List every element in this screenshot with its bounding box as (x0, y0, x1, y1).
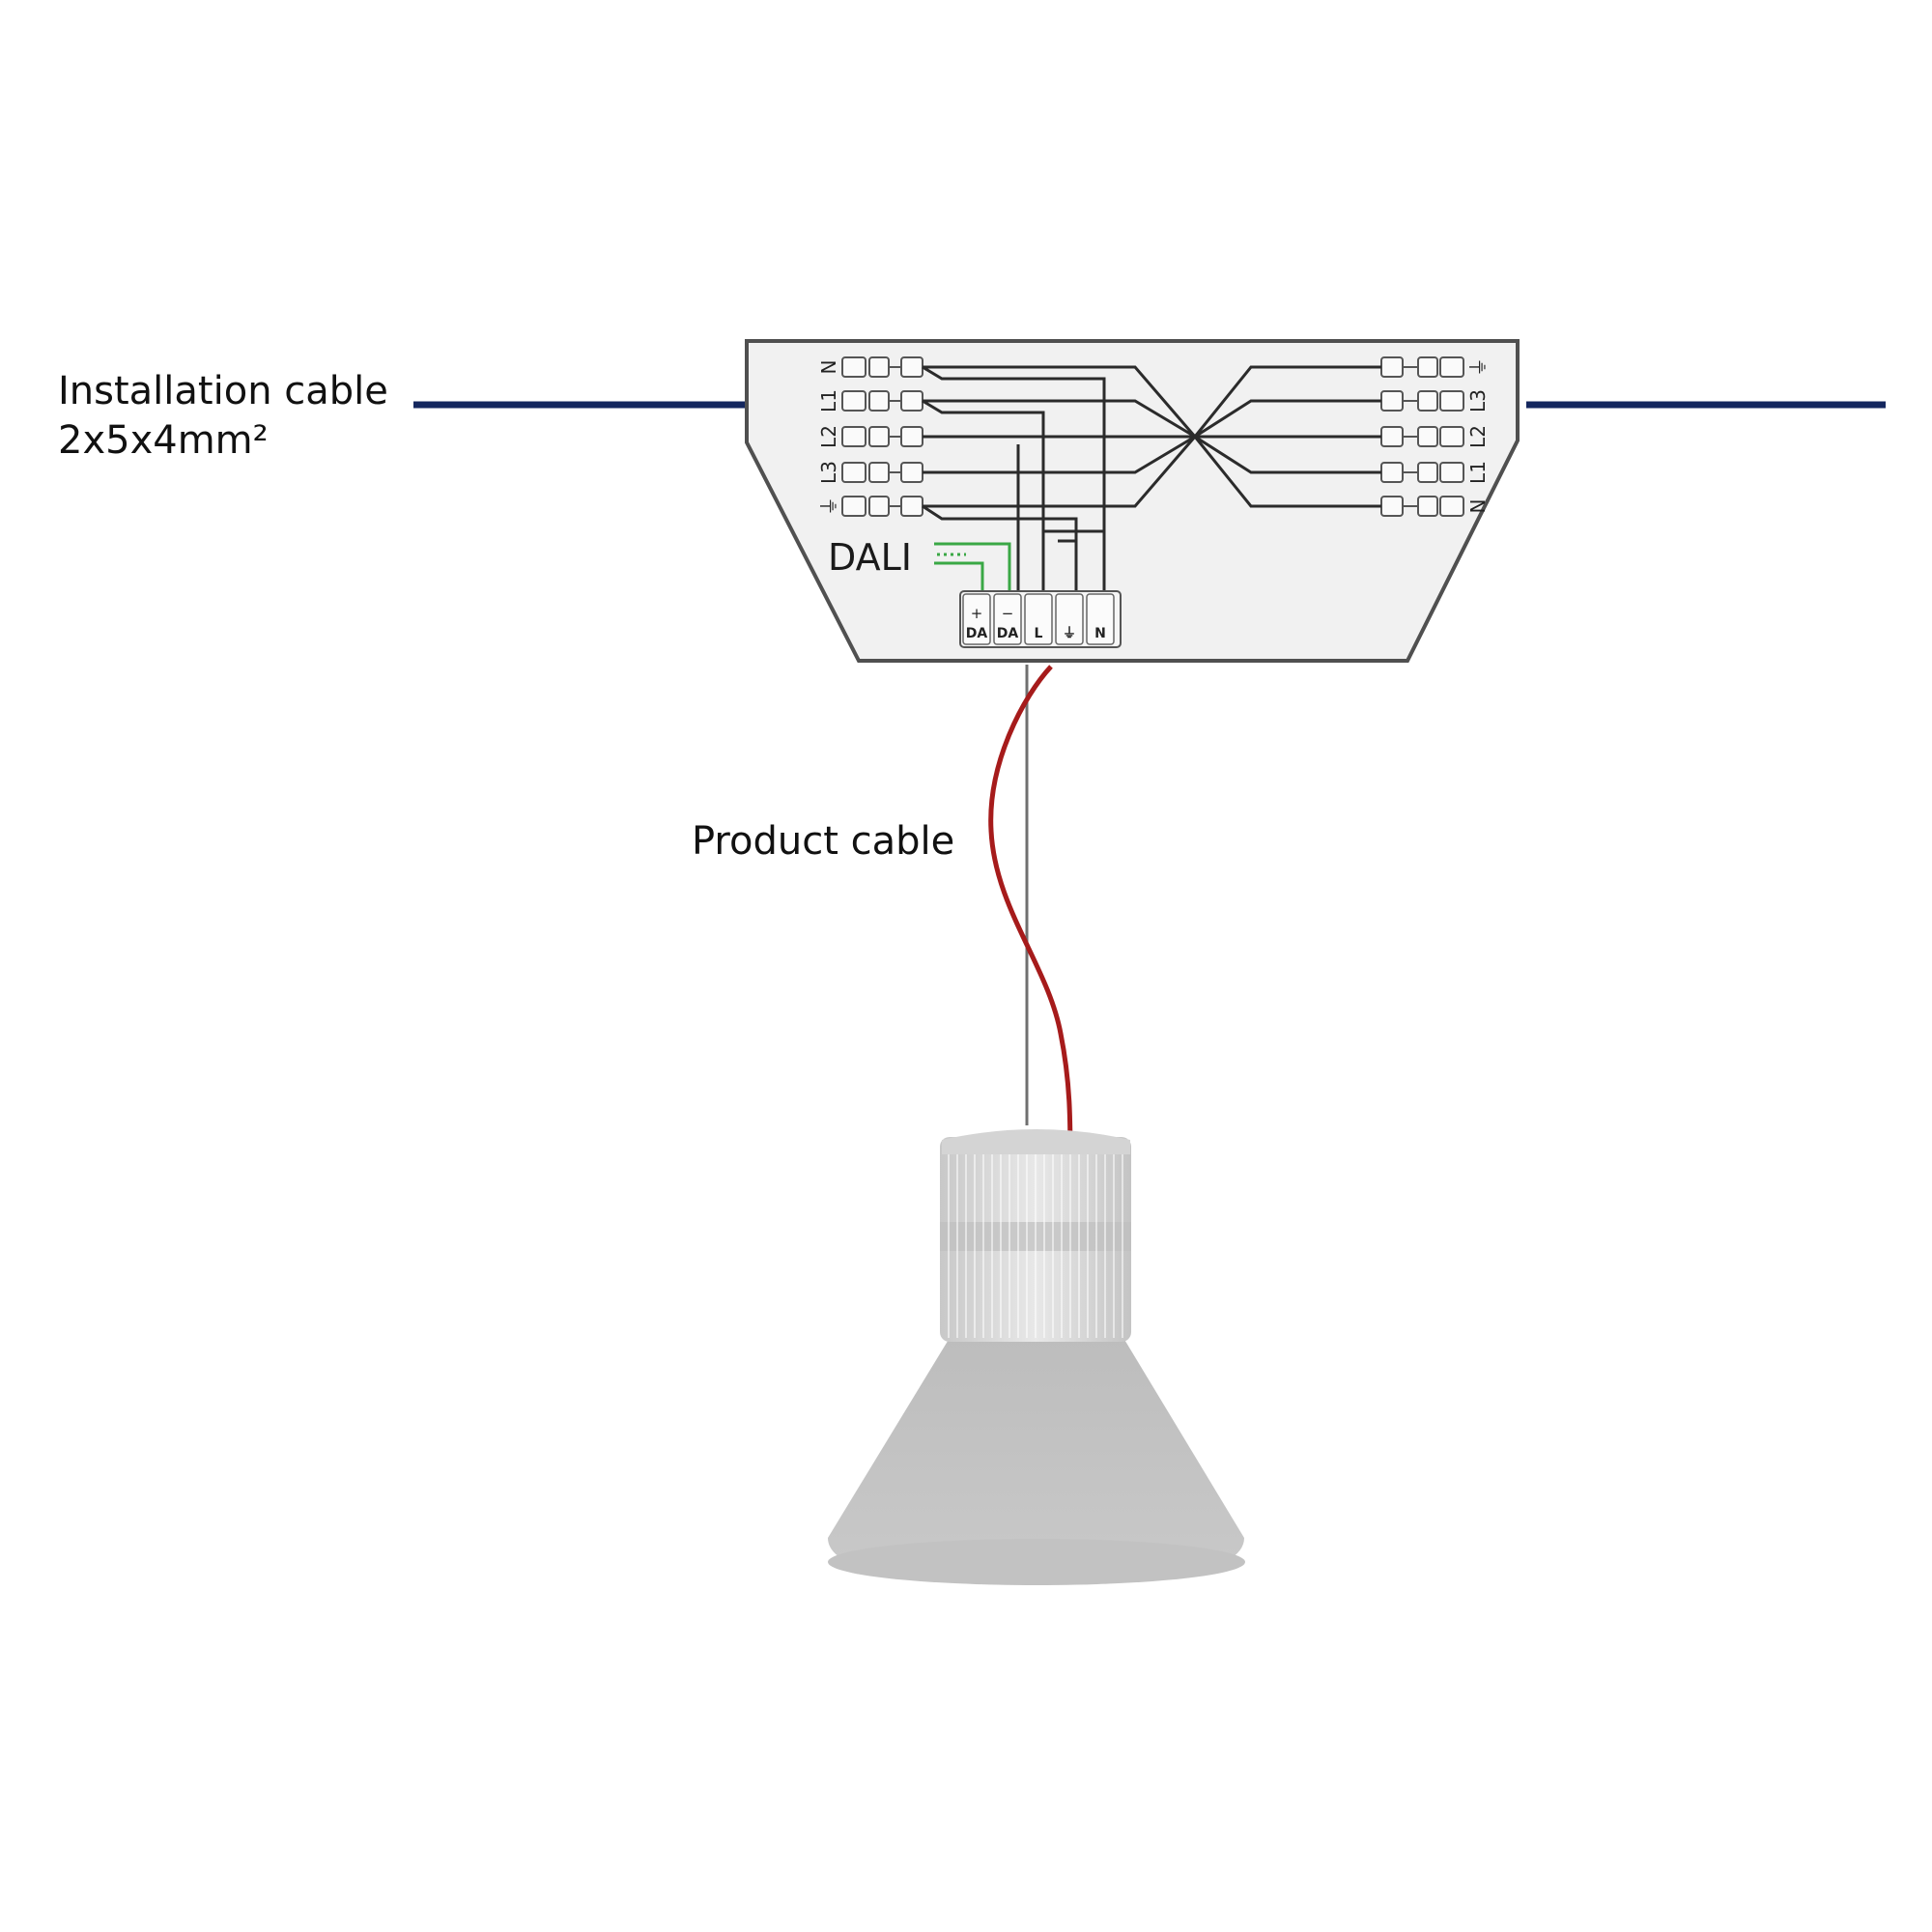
terminal-bottom-label: L (1035, 626, 1043, 641)
dali-label: DALI (828, 536, 912, 579)
terminal-right-label: L3 (1466, 389, 1490, 412)
terminal-left-label: N (817, 360, 840, 375)
dali-wire-minus (934, 561, 984, 591)
terminal-left-out (900, 496, 923, 517)
terminal-right-screw (1417, 496, 1438, 517)
terminal-bottom-polarity: + (971, 605, 983, 622)
terminal-right-in (1380, 356, 1404, 378)
terminal-left-clamp (841, 426, 867, 447)
terminal-right-label: ⏚ (1466, 357, 1490, 377)
terminal-right-label: N (1466, 499, 1490, 514)
wire-pe-cross (923, 365, 1381, 508)
terminal-right-label: L2 (1466, 425, 1490, 448)
product-cable-label: Product cable (692, 819, 955, 864)
terminal-bottom-slot (993, 593, 1022, 645)
terminal-right-in (1380, 496, 1404, 517)
terminal-bottom-label: ⏚ (1063, 626, 1076, 641)
installation-cable-spec: 2x5x4mm² (58, 418, 269, 463)
dali-wire-plus (934, 542, 1011, 591)
wire-n-drop (922, 365, 1106, 599)
terminal-left-out (900, 356, 923, 378)
wire-pe-drop (922, 504, 1078, 599)
terminal-left-clamp (841, 462, 867, 483)
terminal-right-screw (1417, 462, 1438, 483)
luminaire-top-cap (942, 1129, 1130, 1154)
terminal-left-screw (868, 356, 890, 378)
terminal-left-clamp (841, 390, 867, 412)
junction-box (745, 339, 1520, 663)
terminal-bottom-slot (962, 593, 991, 645)
terminal-left-label: L2 (817, 425, 840, 448)
terminal-left-out (900, 462, 923, 483)
terminal-bottom-label: DA (997, 626, 1019, 641)
terminal-left-clamp (841, 356, 867, 378)
terminal-left-screw (868, 390, 890, 412)
terminal-left-label: L3 (817, 461, 840, 484)
installation-cable-label: Installation cable (58, 369, 388, 413)
terminal-right-clamp (1439, 390, 1464, 412)
terminal-left-label: L1 (817, 389, 840, 412)
junction-box-outline (745, 339, 1520, 663)
terminal-right-label: L1 (1466, 461, 1490, 484)
terminal-right-in (1380, 426, 1404, 447)
luminaire-fins (948, 1150, 1123, 1338)
luminaire-shade-rim (828, 1539, 1245, 1585)
terminal-right-clamp (1439, 426, 1464, 447)
luminaire-shade (828, 1338, 1244, 1584)
terminal-left-screw (868, 426, 890, 447)
terminal-right-clamp (1439, 462, 1464, 483)
terminal-bottom-polarity: − (1002, 605, 1014, 622)
dali-wires (934, 542, 1011, 591)
terminal-right-screw (1417, 356, 1438, 378)
terminal-left-clamp (841, 496, 867, 517)
terminal-left-label: ⏚ (817, 497, 840, 516)
terminal-right-clamp (1439, 496, 1464, 517)
terminal-right-in (1380, 462, 1404, 483)
internal-wiring (922, 365, 1381, 599)
terminal-bottom-slot (1024, 593, 1053, 645)
luminaire (828, 1129, 1245, 1585)
terminal-right-in (1380, 390, 1404, 412)
terminal-left-screw (868, 462, 890, 483)
terminal-right-clamp (1439, 356, 1464, 378)
terminal-bottom-label: DA (966, 626, 988, 641)
wire-l1-drop (922, 399, 1045, 599)
terminal-bottom-label: N (1094, 626, 1106, 641)
terminal-right-screw (1417, 390, 1438, 412)
terminal-bottom-slot (1055, 593, 1084, 645)
terminal-bottom-slot (1086, 593, 1115, 645)
terminal-right-screw (1417, 426, 1438, 447)
terminal-left-out (900, 390, 923, 412)
product-cable (988, 665, 1073, 1165)
terminal-left-out (900, 426, 923, 447)
terminal-left-screw (868, 496, 890, 517)
